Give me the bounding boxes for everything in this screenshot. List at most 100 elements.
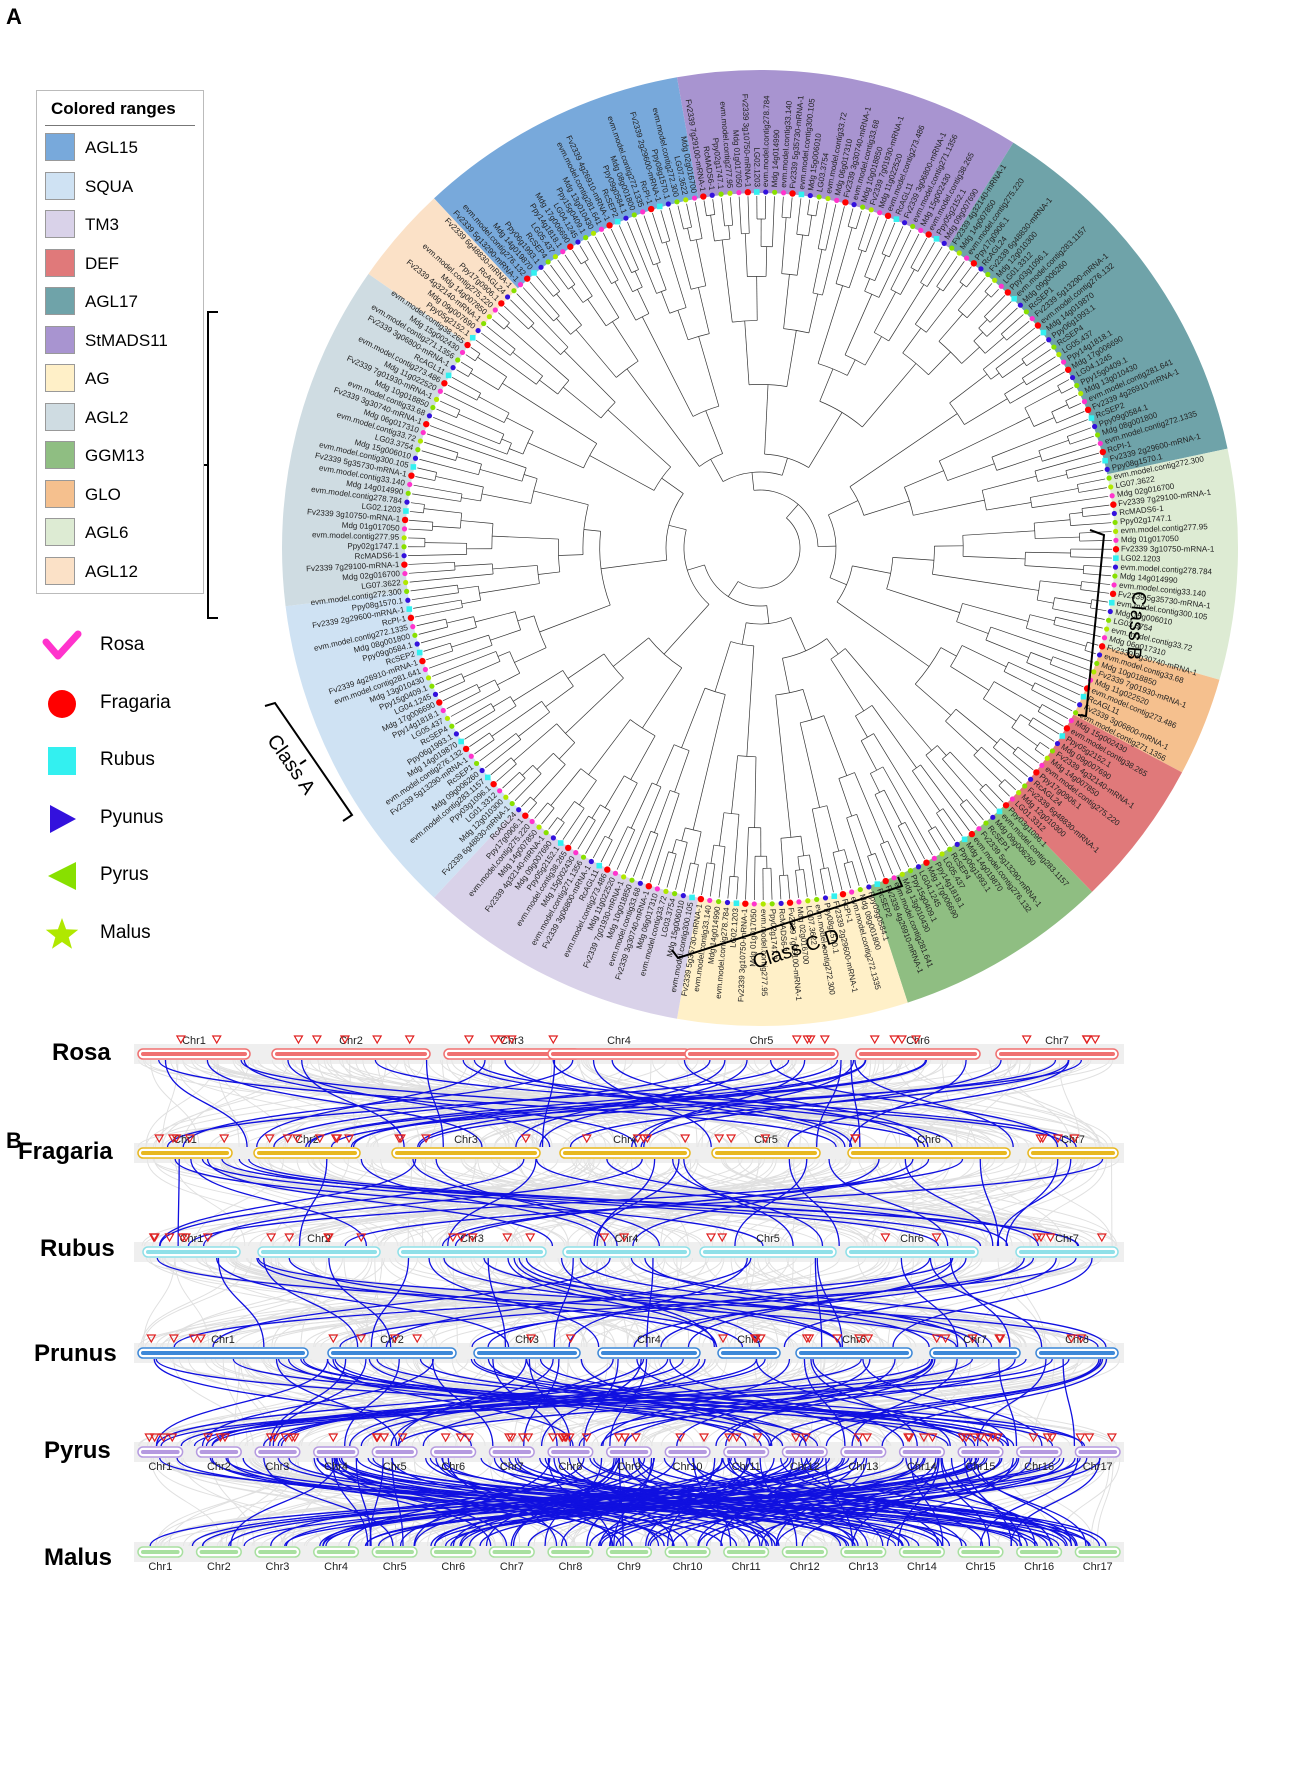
leaf-marker bbox=[780, 190, 787, 196]
tree-branch bbox=[985, 639, 1029, 658]
tree-arc bbox=[668, 851, 677, 855]
clade-range-squa bbox=[285, 591, 518, 898]
syntenic-link bbox=[344, 1358, 400, 1447]
background-link bbox=[242, 1358, 421, 1447]
tree-branch bbox=[844, 294, 873, 356]
tree-branch bbox=[579, 780, 597, 806]
chromosome-bar bbox=[609, 1550, 649, 1554]
tree-branch bbox=[817, 202, 828, 249]
leaf-label: evm.model.contig277.95 bbox=[1120, 522, 1208, 535]
tree-branch bbox=[962, 530, 1035, 536]
tree-branch bbox=[1026, 627, 1087, 647]
syntenic-link bbox=[257, 1257, 1099, 1348]
tree-branch bbox=[998, 785, 1010, 797]
tree-branch bbox=[694, 831, 702, 864]
syntenic-link bbox=[504, 1059, 846, 1148]
gene-marker bbox=[698, 1433, 710, 1443]
background-link bbox=[981, 1158, 1064, 1247]
tree-branch bbox=[1001, 314, 1024, 335]
legend-swatch bbox=[45, 133, 75, 161]
leaf-marker bbox=[583, 235, 589, 241]
tree-branch bbox=[993, 747, 1028, 777]
leaf-marker bbox=[907, 868, 914, 874]
leaf-marker bbox=[825, 195, 831, 202]
clade-range-glo bbox=[1073, 645, 1220, 773]
gene-marker bbox=[613, 1433, 624, 1443]
tree-arc bbox=[503, 412, 510, 423]
leaf-marker-fragaria bbox=[786, 899, 794, 906]
leaf-marker bbox=[707, 897, 713, 904]
background-link bbox=[152, 1059, 494, 1148]
leaf-marker bbox=[475, 327, 481, 334]
tree-arc bbox=[1051, 411, 1057, 424]
gene-marker bbox=[705, 1233, 717, 1243]
leaf-marker-fragaria bbox=[490, 780, 497, 788]
background-link bbox=[143, 1059, 573, 1148]
background-link bbox=[770, 1158, 924, 1247]
tree-branch bbox=[1053, 624, 1101, 638]
syntenic-link bbox=[221, 1158, 1080, 1247]
tree-branch bbox=[656, 263, 667, 290]
tree-branch bbox=[800, 836, 805, 856]
background-link bbox=[477, 1059, 1018, 1148]
tree-branch bbox=[714, 641, 732, 692]
gene-marker bbox=[880, 1233, 891, 1243]
legend-label: AGL6 bbox=[85, 523, 129, 542]
leaf-marker bbox=[580, 854, 587, 860]
leaf-marker bbox=[415, 447, 421, 453]
chromosome-label: Chr2 bbox=[207, 1461, 231, 1473]
tree-branch bbox=[442, 684, 478, 702]
tree-branch bbox=[475, 339, 537, 385]
leaf-marker bbox=[545, 259, 551, 265]
chromosome-label: Chr4 bbox=[324, 1561, 348, 1573]
background-link bbox=[335, 1257, 840, 1348]
tree-branch bbox=[983, 327, 1036, 370]
gene-marker bbox=[1106, 1433, 1117, 1443]
leaf-marker bbox=[468, 753, 474, 759]
syntenic-link bbox=[270, 1457, 619, 1547]
tree-branch bbox=[904, 822, 925, 860]
tree-branch bbox=[536, 275, 554, 297]
leaf-label: Fv2339 7g29100-mRNA-1 bbox=[306, 560, 400, 573]
tree-branch bbox=[440, 400, 461, 411]
tree-branch bbox=[481, 332, 511, 356]
leaf-marker bbox=[778, 900, 784, 906]
tree-branch bbox=[890, 233, 920, 290]
gene-marker bbox=[724, 1433, 735, 1443]
gene-marker bbox=[154, 1134, 165, 1144]
gene-marker bbox=[379, 1433, 390, 1443]
leaf-marker bbox=[1054, 740, 1061, 747]
syntenic-link bbox=[816, 1059, 842, 1148]
syntenic-link bbox=[507, 1257, 717, 1348]
syntenic-link bbox=[929, 1257, 1043, 1348]
tree-branch bbox=[966, 294, 989, 318]
tree-branch bbox=[1011, 727, 1038, 747]
tree-arc bbox=[557, 817, 565, 823]
syntenic-link bbox=[263, 1257, 359, 1348]
tree-branch bbox=[666, 853, 677, 888]
syntenic-link bbox=[206, 1059, 483, 1148]
gene-marker bbox=[314, 1134, 325, 1144]
chromosome-bar bbox=[199, 1550, 239, 1554]
tree-branch bbox=[562, 386, 602, 419]
leaf-label: Ppy02g1747.1 bbox=[768, 909, 779, 961]
background-link bbox=[660, 1358, 925, 1447]
tree-branch bbox=[770, 868, 773, 900]
syntenic-link bbox=[155, 1358, 329, 1447]
tree-branch bbox=[874, 794, 910, 868]
tree-branch bbox=[686, 203, 692, 228]
syntenic-link bbox=[344, 1158, 1104, 1247]
tree-branch bbox=[1070, 522, 1112, 526]
tree-branch bbox=[521, 796, 531, 808]
tree-arc bbox=[838, 772, 855, 779]
tree-branch bbox=[979, 789, 998, 809]
tree-branch bbox=[786, 330, 797, 387]
leaf-marker-fragaria bbox=[1063, 725, 1071, 732]
leaf-marker bbox=[727, 190, 733, 196]
syntenic-link bbox=[630, 1257, 1107, 1348]
tree-branch bbox=[942, 261, 965, 292]
tree-branch bbox=[886, 588, 960, 613]
leaf-label: Mdg 02g016700 bbox=[342, 569, 401, 582]
leaf-marker bbox=[998, 283, 1004, 289]
tree-branch bbox=[409, 511, 424, 514]
